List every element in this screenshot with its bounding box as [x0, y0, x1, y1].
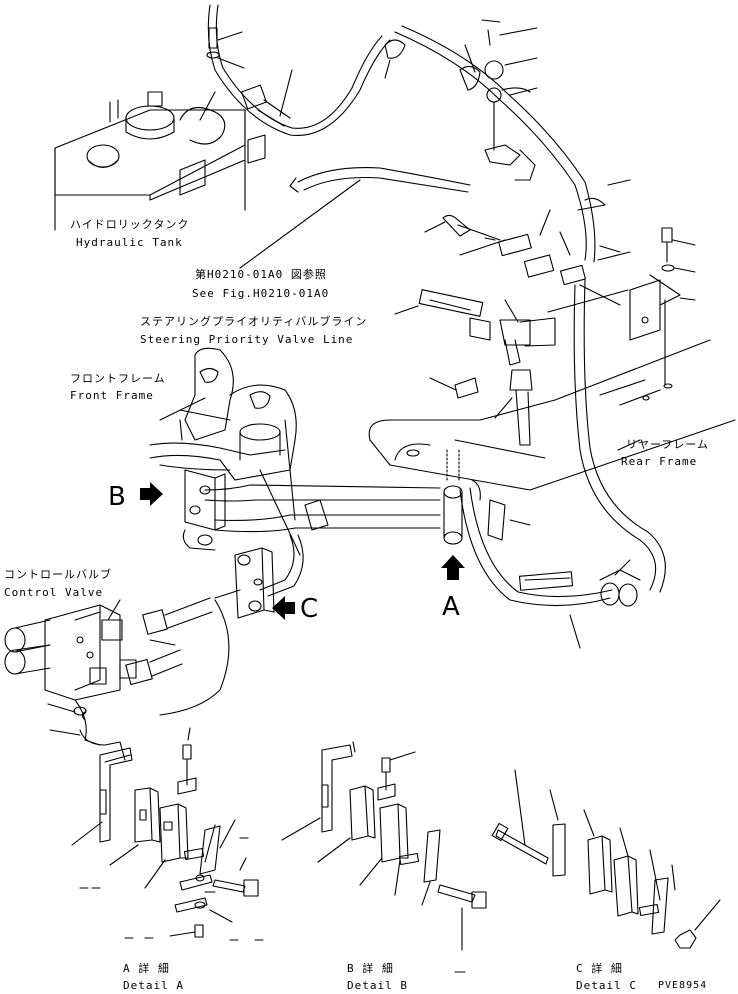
callout-b: B	[108, 482, 126, 512]
detail-c-label-en: Detail C	[576, 979, 637, 992]
detail-dashes	[80, 838, 465, 972]
detail-a-parts	[72, 728, 258, 937]
detail-b-parts	[282, 742, 486, 950]
hydraulic-tank-label-jp: ハイドロリックタンク	[70, 218, 190, 231]
steering-priority-line	[395, 290, 628, 445]
detail-b-label-en: Detail B	[347, 979, 408, 992]
callout-c: C	[300, 594, 319, 624]
arrow-c	[272, 596, 295, 620]
clamp-a	[444, 450, 530, 544]
right-bracket	[630, 228, 695, 385]
see-fig-label-jp: 第H0210-01A0 図参照	[195, 268, 327, 281]
upper-pipe	[395, 20, 630, 262]
control-valve-label-en: Control Valve	[4, 586, 104, 599]
detail-a-label-jp: A 詳 細	[123, 962, 170, 975]
arrow-a	[441, 555, 465, 580]
right-pipes	[460, 280, 665, 648]
rear-brackets	[425, 210, 620, 305]
rear-frame	[369, 340, 735, 490]
detail-b-label-jp: B 詳 細	[347, 962, 394, 975]
detail-c-label-jp: C 詳 細	[576, 962, 623, 975]
control-valve	[5, 590, 240, 760]
arrow-b	[140, 482, 163, 506]
steering-label-jp: ステアリングプライオリティバルブライン	[140, 315, 368, 328]
detail-c-parts	[492, 770, 720, 948]
front-frame-label-jp: フロントフレーム	[70, 372, 166, 385]
control-valve-label-jp: コントロールバルブ	[4, 568, 112, 581]
front-pipes	[205, 485, 440, 596]
clamp-b	[183, 470, 225, 550]
steering-label-en: Steering Priority Valve Line	[140, 333, 354, 346]
see-fig-hose	[240, 168, 470, 268]
clamp-c	[235, 548, 274, 618]
hydraulic-tank	[55, 92, 265, 230]
rear-frame-label-en: Rear Frame	[621, 455, 698, 468]
rear-frame-label-jp: リヤーフレーム	[626, 438, 710, 451]
front-frame	[150, 348, 300, 555]
front-frame-label-en: Front Frame	[70, 389, 154, 402]
hydraulic-tank-label-en: Hydraulic Tank	[76, 236, 183, 249]
callout-a: A	[442, 592, 460, 622]
tank-return-hose	[200, 5, 405, 135]
drawing-code: PVE8954	[658, 980, 708, 991]
detail-a-label-en: Detail A	[123, 979, 184, 992]
see-fig-label-en: See Fig.H0210-01A0	[192, 287, 330, 300]
